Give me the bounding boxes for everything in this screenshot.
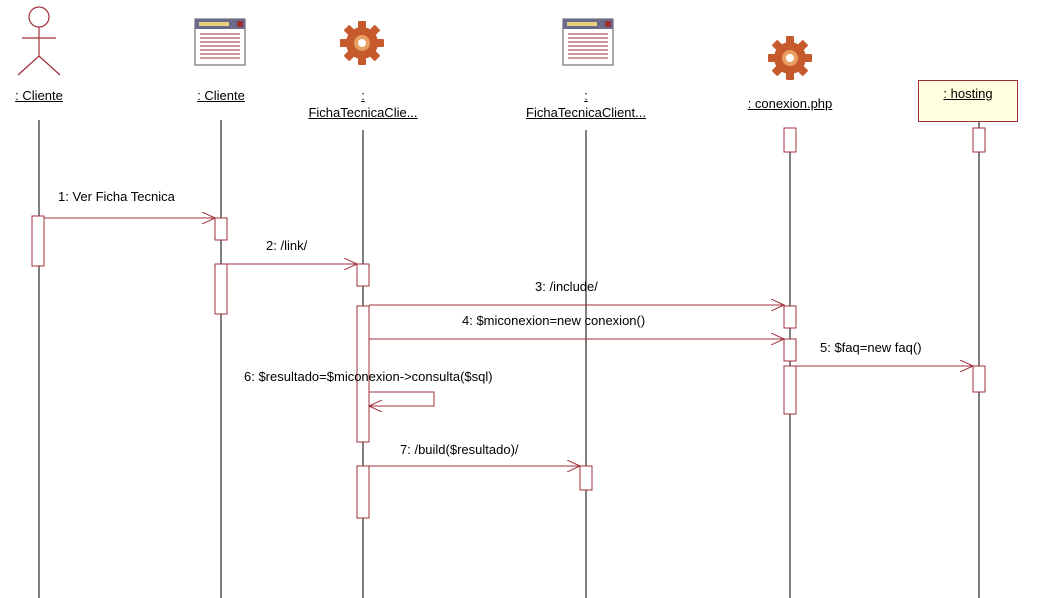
message-label-6: 6: $resultado=$miconexion->consulta($sql…	[244, 369, 493, 384]
message-label-2: 2: /link/	[266, 238, 308, 253]
object-label-fichatecnica-2: FichaTecnicaClient...	[526, 105, 646, 120]
activation-bar	[783, 127, 797, 153]
object-label-fichatecnica-1: FichaTecnicaClie...	[308, 105, 418, 120]
boundary-form-icon	[194, 18, 246, 66]
activation-bar	[214, 263, 228, 315]
activation-bar	[356, 305, 370, 443]
actor-icon	[17, 6, 61, 76]
activation-bar	[972, 365, 986, 393]
activation-bar	[356, 263, 370, 287]
hosting-object-box	[918, 80, 1018, 122]
activation-bar	[783, 338, 797, 362]
object-label-actor-cliente: : Cliente	[15, 88, 63, 103]
message-label-7: 7: /build($resultado)/	[400, 442, 519, 457]
boundary-form-icon	[562, 18, 614, 66]
activations	[31, 127, 986, 519]
object-label-hosting: : hosting	[943, 86, 993, 101]
activation-bar	[31, 215, 45, 267]
object-label-fichatecnica-1-colon: :	[361, 88, 365, 103]
control-gear-icon	[768, 36, 812, 80]
object-label-fichatecnica-2-colon: :	[584, 88, 588, 103]
message-label-5: 5: $faq=new faq()	[820, 340, 922, 355]
activation-bar	[783, 305, 797, 329]
activation-bar	[783, 365, 797, 415]
activation-bar	[356, 465, 370, 519]
self-message-arrow	[369, 391, 435, 406]
message-arrows	[44, 218, 973, 466]
message-label-4: 4: $miconexion=new conexion()	[462, 313, 646, 328]
lifelines	[38, 120, 980, 598]
activation-bar	[972, 127, 986, 153]
control-gear-icon	[340, 21, 384, 65]
message-label-1: 1: Ver Ficha Tecnica	[58, 189, 175, 204]
object-label-conexion: : conexion.php	[747, 96, 833, 111]
object-label-cliente: : Cliente	[197, 88, 245, 103]
message-label-3: 3: /include/	[535, 279, 598, 294]
activation-bar	[214, 217, 228, 241]
activation-bar	[579, 465, 593, 491]
